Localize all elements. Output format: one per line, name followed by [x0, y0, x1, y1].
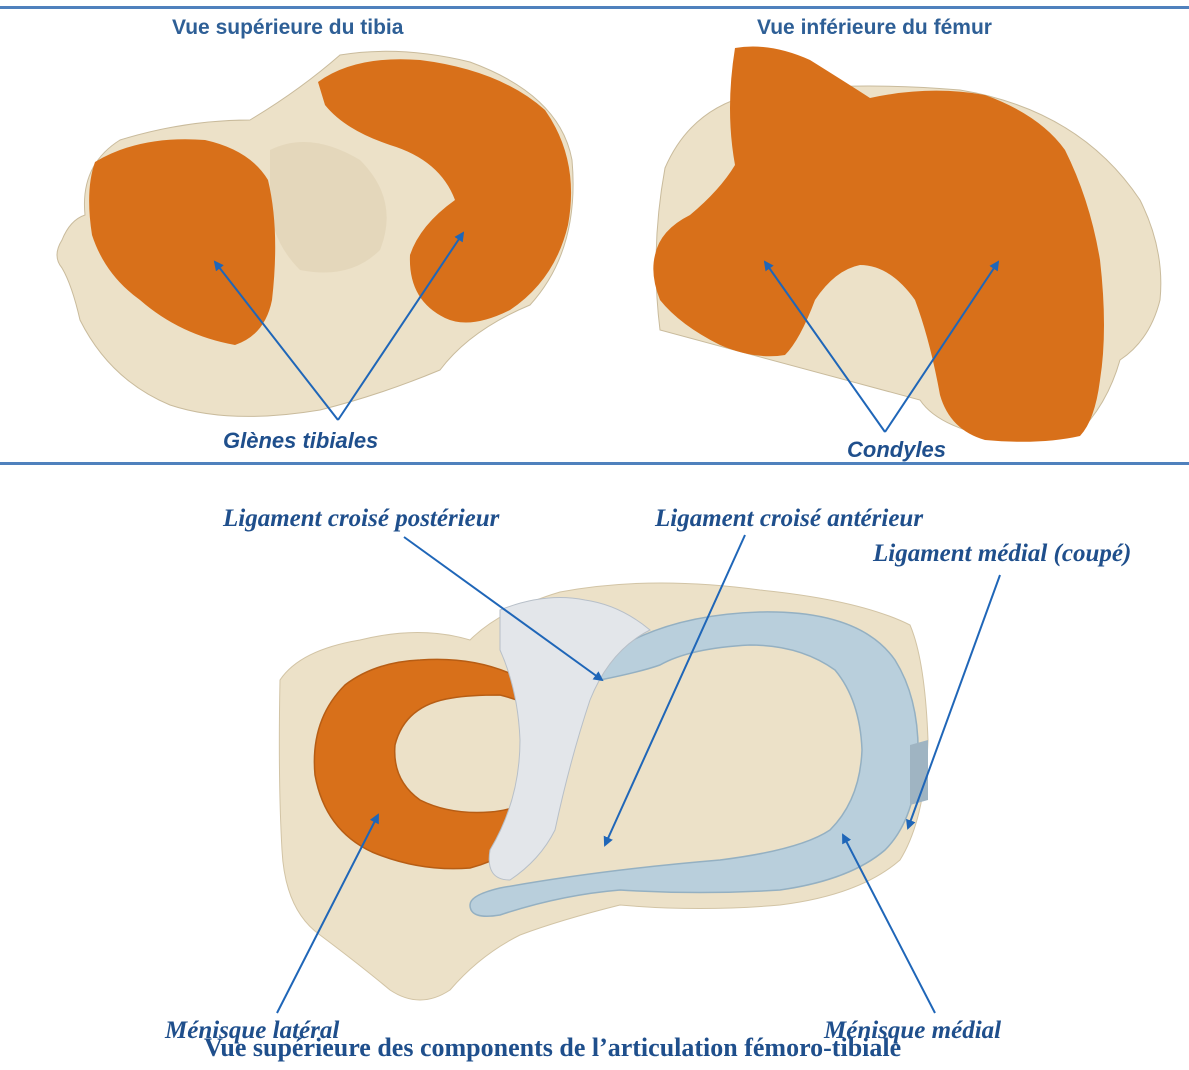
- lca-label: Ligament croisé antérieur: [655, 505, 923, 533]
- lcp-label: Ligament croisé postérieur: [223, 505, 499, 533]
- condyles-label: Condyles: [847, 437, 946, 463]
- lm-label: Ligament médial (coupé): [873, 540, 1131, 568]
- figure-caption: Vue supérieure des components de l’artic…: [204, 1033, 901, 1063]
- tibia-plateau: [57, 51, 573, 416]
- femur-distal: [653, 47, 1161, 442]
- knee-superior-view: [279, 583, 928, 1000]
- glenes-label: Glènes tibiales: [223, 428, 378, 454]
